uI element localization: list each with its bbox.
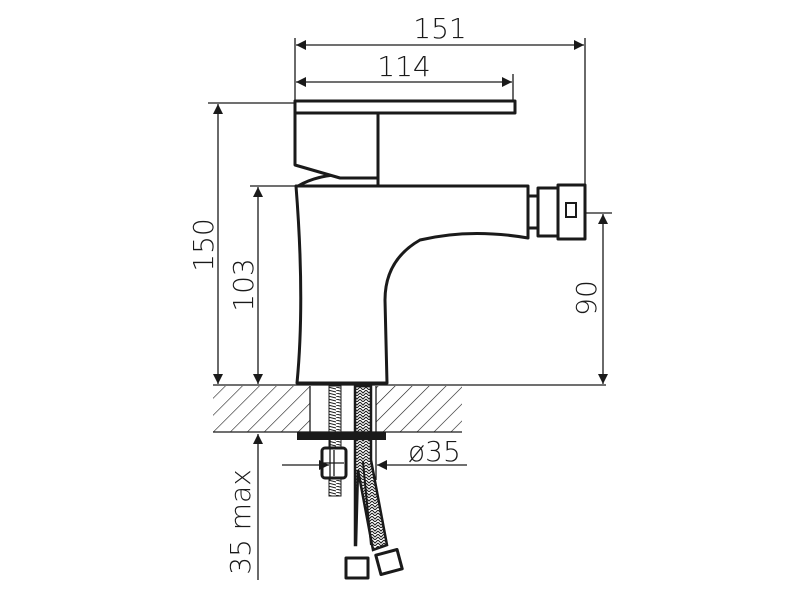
hose-nut-right bbox=[374, 547, 404, 577]
mounting-plate bbox=[297, 432, 386, 440]
faucet-body bbox=[293, 99, 587, 385]
aerator-outlet bbox=[526, 183, 587, 241]
lever bbox=[293, 99, 517, 115]
dimension-lines bbox=[208, 38, 612, 580]
handle-body bbox=[293, 111, 380, 180]
dim-hole-diameter: ø35 bbox=[408, 435, 461, 468]
flex-hoses bbox=[353, 384, 389, 552]
dim-spout-height: 90 bbox=[570, 280, 603, 316]
dim-handle-length: 114 bbox=[377, 50, 430, 83]
mounting-hardware bbox=[297, 384, 404, 580]
dim-overall-length: 151 bbox=[413, 12, 466, 45]
dim-overall-height: 150 bbox=[187, 218, 220, 271]
deck-section bbox=[213, 384, 606, 433]
dim-body-height: 103 bbox=[227, 258, 260, 311]
dim-max-deck-thickness: 35 max bbox=[224, 469, 257, 575]
hose-nut-left bbox=[344, 556, 370, 580]
